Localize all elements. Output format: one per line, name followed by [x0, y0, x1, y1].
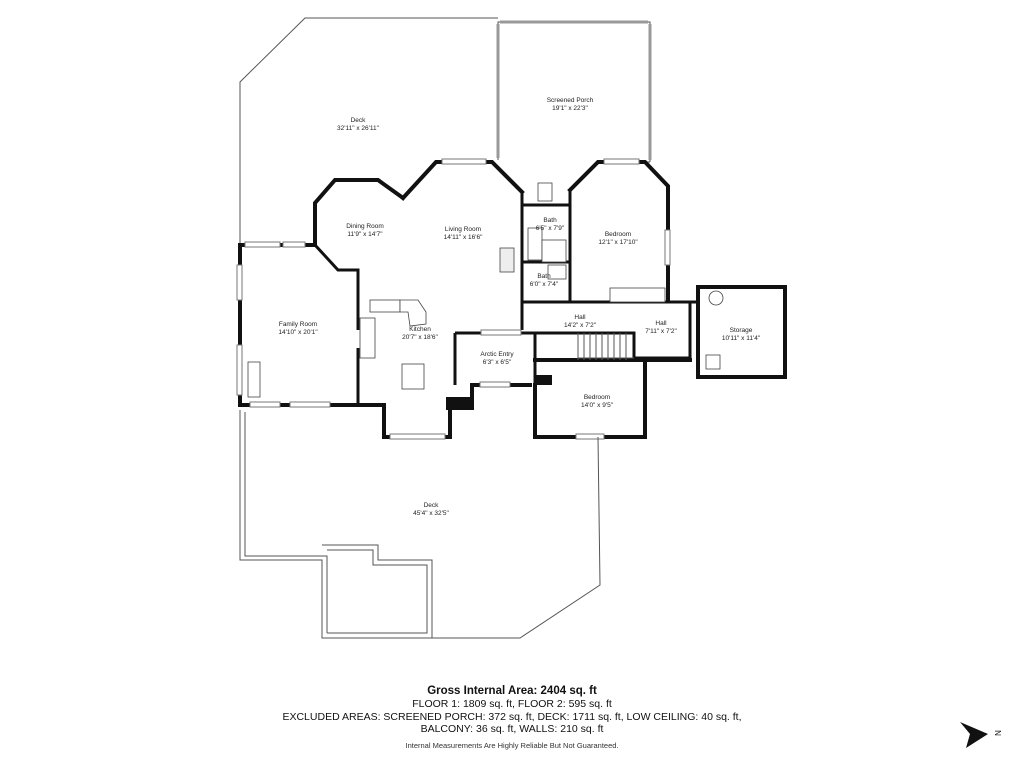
excluded-areas-cont: BALCONY: 36 sq. ft, WALLS: 210 sq. ft: [420, 723, 604, 735]
room-screened-porch-name: Screened Porch: [547, 97, 594, 104]
room-bedroom-lower-name: Bedroom: [584, 394, 610, 401]
room-bath-upper-name: Bath: [543, 217, 557, 224]
room-hall-right-dims: 7'11" x 7'2": [645, 328, 677, 335]
excluded-areas: EXCLUDED AREAS: SCREENED PORCH: 372 sq. …: [282, 710, 742, 723]
room-bedroom-upper-dims: 12'1" x 17'10": [598, 239, 638, 246]
lower-deck-outline: [239, 410, 601, 639]
room-kitchen-name: Kitchen: [409, 326, 431, 333]
stairs: [577, 333, 634, 360]
room-bath-lower-dims: 6'0" x 7'4": [530, 281, 559, 288]
room-deck-lower-name: Deck: [424, 502, 440, 509]
compass-icon: N: [960, 722, 1002, 748]
room-storage-dims: 10'11" x 11'4": [722, 335, 761, 342]
room-hall-left-dims: 14'2" x 7'2": [564, 322, 597, 329]
gross-area-title: Gross Internal Area: 2404 sq. ft: [427, 685, 597, 697]
room-bedroom-upper-name: Bedroom: [605, 231, 631, 238]
room-arctic-entry-name: Arctic Entry: [480, 351, 514, 358]
room-family-name: Family Room: [279, 321, 317, 328]
main-walls: [238, 160, 787, 439]
room-arctic-entry-dims: 6'3" x 6'5": [483, 359, 512, 366]
room-dining-dims: 11'9" x 14'7": [347, 231, 383, 238]
room-hall-right-name: Hall: [655, 320, 667, 327]
room-bedroom-lower-dims: 14'0" x 9'5": [581, 402, 614, 409]
room-storage-name: Storage: [730, 327, 753, 334]
floor-plan: Deck 32'11" x 26'11" Screened Porch 19'1…: [236, 17, 787, 639]
compass-label: N: [993, 730, 1002, 736]
room-deck-upper-dims: 32'11" x 26'11": [337, 125, 380, 132]
room-bath-lower-name: Bath: [537, 273, 551, 280]
room-living-name: Living Room: [445, 226, 481, 233]
room-bath-upper-dims: 6'5" x 7'9": [536, 225, 565, 232]
room-living-dims: 14'11" x 16'6": [444, 234, 483, 241]
screened-porch-outline: [496, 20, 652, 163]
floor-areas: FLOOR 1: 1809 sq. ft, FLOOR 2: 595 sq. f…: [412, 698, 612, 710]
room-dining-name: Dining Room: [346, 223, 384, 230]
room-screened-porch-dims: 19'1" x 22'3": [552, 105, 588, 112]
room-labels: Deck 32'11" x 26'11" Screened Porch 19'1…: [278, 97, 760, 517]
room-family-dims: 14'10" x 20'1": [278, 329, 318, 336]
fixtures: [247, 182, 724, 398]
room-kitchen-dims: 20'7" x 18'6": [402, 334, 438, 341]
area-summary: Gross Internal Area: 2404 sq. ft FLOOR 1…: [0, 684, 1024, 751]
room-deck-lower-dims: 45'4" x 32'5": [413, 510, 449, 517]
windows: [236, 158, 671, 440]
disclaimer: Internal Measurements Are Highly Reliabl…: [405, 740, 619, 750]
room-hall-left-name: Hall: [574, 314, 586, 321]
room-deck-upper-name: Deck: [351, 117, 367, 124]
